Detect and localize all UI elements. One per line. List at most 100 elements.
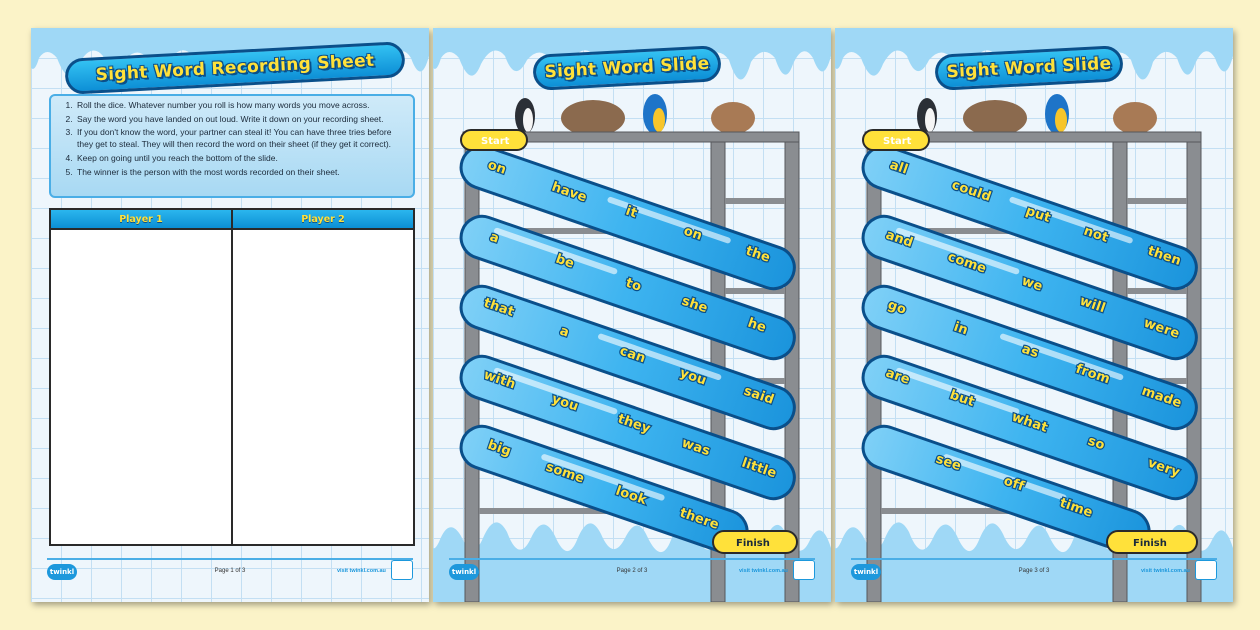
start-tag-shape xyxy=(862,129,930,151)
slide-word: all xyxy=(888,158,910,178)
instruction-item: Say the word you have landed on out loud… xyxy=(75,114,407,126)
slide-lane-shape xyxy=(459,284,796,431)
slide-lane xyxy=(459,144,796,291)
animal-row xyxy=(515,94,755,136)
page-number: Page 3 of 3 xyxy=(1018,568,1050,574)
slide-lane-shape xyxy=(861,214,1198,361)
start-tag: Start xyxy=(862,129,930,151)
quality-badge-icon xyxy=(391,560,413,580)
slide-lane xyxy=(861,284,1198,431)
score-table: Player 1 Player 2 xyxy=(49,208,415,546)
slide-board: all could put not then and come we will … xyxy=(861,94,1202,602)
site-url: visit twinkl.com.au xyxy=(1141,568,1190,574)
penguin-belly xyxy=(925,108,935,132)
slide-word: on xyxy=(486,158,508,178)
slide-word: he xyxy=(746,316,768,336)
slide-lane-shape xyxy=(861,354,1198,501)
finish-tag-label: Finish xyxy=(736,538,770,549)
slide-word: on xyxy=(682,224,704,244)
frame-rung xyxy=(881,508,1113,514)
slide-lane-shape xyxy=(459,214,796,361)
slide-word: be xyxy=(554,252,576,272)
water-drip-top xyxy=(433,28,831,80)
water-drip-top xyxy=(835,28,1233,80)
slide-lane xyxy=(861,214,1198,361)
page-number: Page 2 of 3 xyxy=(616,568,648,574)
quality-badge-icon xyxy=(1195,560,1217,580)
slide-lane-shape xyxy=(861,144,1198,291)
frame-rung xyxy=(1127,198,1187,204)
slide-board: on have it on the a be to she he that a … xyxy=(459,94,800,602)
slide-lane-shine xyxy=(541,454,665,501)
slide-word: go xyxy=(886,298,909,318)
quality-badge-icon xyxy=(793,560,815,580)
finish-tag: Finish xyxy=(1106,530,1198,554)
score-table-body xyxy=(51,230,413,544)
player-2-header: Player 2 xyxy=(231,210,413,228)
slide-lane-shine xyxy=(494,227,618,275)
frame-rung xyxy=(479,508,711,514)
macaw-belly xyxy=(1055,108,1067,132)
slide-word: as xyxy=(1020,342,1041,362)
slide-lane-shape xyxy=(459,144,796,291)
start-tag: Start xyxy=(460,129,528,151)
instruction-item: The winner is the person with the most w… xyxy=(75,167,407,179)
frame-rung xyxy=(881,228,1113,234)
slide-lane-shine xyxy=(494,367,618,415)
player-2-column[interactable] xyxy=(231,230,413,544)
slide-words: all could put not then and come we will … xyxy=(882,156,1184,522)
footer-divider xyxy=(449,558,815,560)
wombat-icon xyxy=(963,100,1027,136)
footer-divider xyxy=(47,558,413,560)
slide-lanes xyxy=(459,144,796,554)
start-tag-label: Start xyxy=(883,136,912,147)
start-tag-label: Start xyxy=(481,136,510,147)
slide-lane xyxy=(459,284,796,431)
sight-word-slide-page-2: Sight Word Slide xyxy=(835,28,1233,602)
frame-rung xyxy=(725,198,785,204)
slide-lane-shine xyxy=(896,367,1020,415)
twinkl-logo: twinkl xyxy=(47,564,77,580)
instruction-item: If you don't know the word, your partner… xyxy=(75,127,407,150)
finish-tag-label: Finish xyxy=(1133,538,1167,549)
page-number: Page 1 of 3 xyxy=(214,568,246,574)
recording-sheet-page: Sight Word Recording Sheet Roll the dice… xyxy=(31,28,429,602)
slide-lanes xyxy=(861,144,1198,554)
slide-lane-shape xyxy=(861,284,1198,431)
slide-lane-shine xyxy=(896,227,1020,275)
slide-word: so xyxy=(1086,434,1107,454)
slide-lane xyxy=(861,424,1151,554)
wombat-icon xyxy=(561,100,625,136)
slide-word: to xyxy=(624,276,644,295)
slide-lane xyxy=(861,354,1198,501)
frame-rung xyxy=(1127,288,1187,294)
wallaby-icon xyxy=(711,102,755,134)
slide-lane-shine xyxy=(943,454,1067,501)
player-1-column[interactable] xyxy=(51,230,231,544)
start-tag-shape xyxy=(460,129,528,151)
slide-lane-shine xyxy=(1000,333,1124,381)
penguin-belly xyxy=(523,108,533,132)
frame-rung xyxy=(725,288,785,294)
animal-row xyxy=(917,94,1157,136)
finish-tag: Finish xyxy=(712,530,798,554)
frame-rung xyxy=(479,228,711,234)
macaw-belly xyxy=(653,108,665,132)
twinkl-logo: twinkl xyxy=(449,564,479,580)
slide-lane-shine xyxy=(1009,196,1133,244)
sight-word-slide-page-1: Sight Word Slide xyxy=(433,28,831,602)
instruction-item: Keep on going until you reach the bottom… xyxy=(75,153,407,165)
slide-word: in xyxy=(952,320,970,339)
slide-lane-shine xyxy=(607,196,731,244)
site-url: visit twinkl.com.au xyxy=(337,568,386,574)
slide-lane xyxy=(459,424,749,554)
finish-tag-shape xyxy=(712,530,798,554)
wallaby-icon xyxy=(1113,102,1157,134)
slide-lane xyxy=(459,214,796,361)
footer-divider xyxy=(851,558,1217,560)
finish-tag-shape xyxy=(1106,530,1198,554)
site-url: visit twinkl.com.au xyxy=(739,568,788,574)
player-1-header: Player 1 xyxy=(119,213,163,225)
twinkl-logo: twinkl xyxy=(851,564,881,580)
slide-lane xyxy=(459,354,796,501)
